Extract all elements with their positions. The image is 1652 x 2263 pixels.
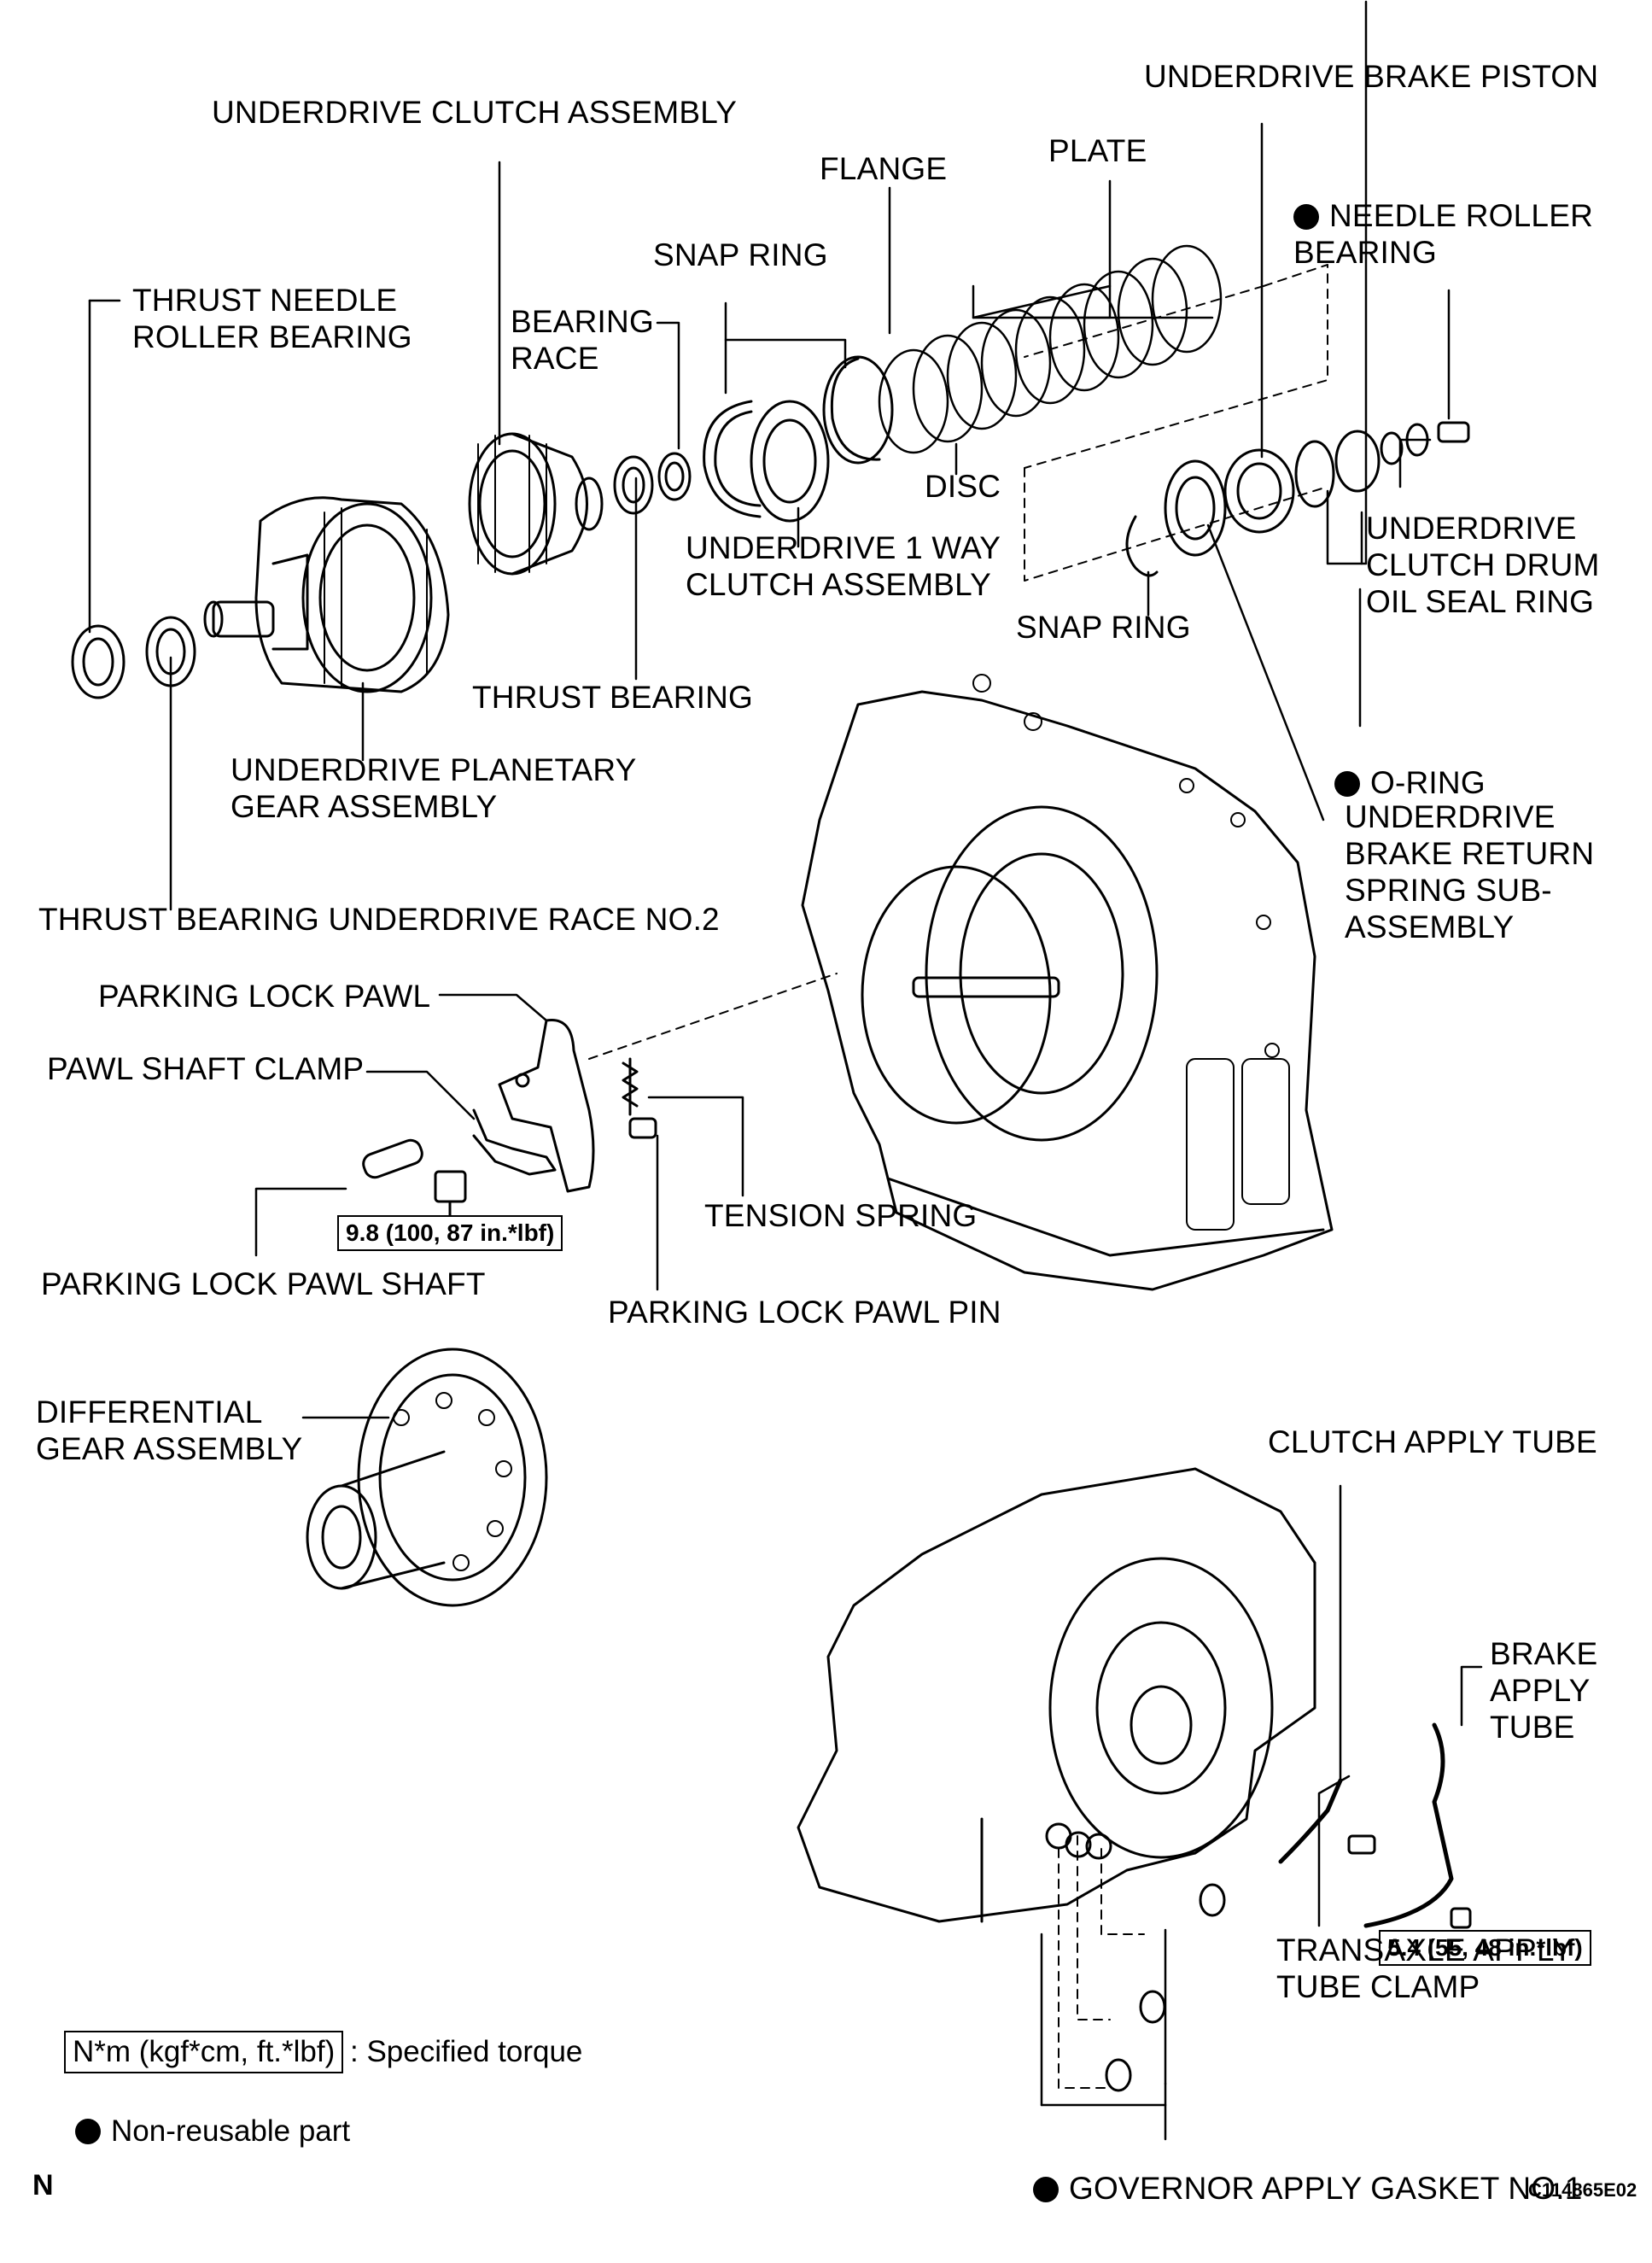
label-snap-ring-top: SNAP RING	[653, 237, 828, 272]
legend-torque-text: : Specified torque	[350, 2035, 583, 2068]
label-flange: FLANGE	[820, 151, 948, 186]
leader-lines	[88, 0, 1483, 2141]
label-thrust-needle-roller-bearing: THRUST NEEDLE ROLLER BEARING	[132, 283, 412, 354]
planetary-gear-sketch	[203, 496, 450, 693]
label-parking-lock-pawl-pin: PARKING LOCK PAWL PIN	[608, 1295, 1001, 1330]
non-reusable-dot-icon	[1033, 2177, 1059, 2202]
brake-piston-and-seals	[1125, 421, 1470, 577]
label-pawl-shaft-clamp: PAWL SHAFT CLAMP	[47, 1051, 365, 1086]
non-reusable-dot-icon	[1334, 771, 1360, 797]
non-reusable-dot-icon	[75, 2119, 101, 2144]
thrust-bearing-race	[613, 452, 692, 515]
parking-lock-parts	[362, 1018, 657, 1221]
label-snap-ring-mid: SNAP RING	[1016, 610, 1191, 645]
label-differential-gear: DIFFERENTIAL GEAR ASSEMBLY	[36, 1395, 303, 1466]
label-brake-apply-tube: BRAKE APPLY TUBE	[1490, 1636, 1598, 1745]
dashed-guides	[588, 264, 1328, 2089]
label-o-ring: O-RING	[1334, 728, 1486, 801]
plates-and-discs	[878, 244, 1223, 454]
label-planetary-gear: UNDERDRIVE PLANETARY GEAR ASSEMBLY	[231, 752, 637, 824]
label-plate: PLATE	[1048, 133, 1147, 168]
label-underdrive-1-way-clutch: UNDERDRIVE 1 WAY CLUTCH ASSEMBLY	[686, 530, 1001, 602]
torque-spec-pawl-shaft: 9.8 (100, 87 in.*lbf)	[337, 1215, 563, 1251]
label-transaxle-apply-tube-clamp: TRANSAXLE APPLY TUBE CLAMP	[1276, 1933, 1573, 2004]
label-needle-roller-bearing: NEEDLE ROLLER BEARING	[1293, 161, 1593, 271]
non-reusable-dot-icon	[1293, 204, 1319, 230]
corner-letter: N	[32, 2169, 54, 2202]
label-underdrive-brake-piston: UNDERDRIVE BRAKE PISTON	[1144, 59, 1599, 94]
o-ring-text: O-RING	[1370, 765, 1486, 800]
label-clutch-apply-tube: CLUTCH APPLY TUBE	[1268, 1424, 1597, 1459]
label-thrust-bearing-race-no2: THRUST BEARING UNDERDRIVE RACE NO.2	[38, 902, 720, 937]
label-underdrive-clutch-assembly: UNDERDRIVE CLUTCH ASSEMBLY	[212, 95, 738, 130]
underdrive-clutch-sketch	[468, 432, 604, 576]
label-oil-seal-ring: UNDERDRIVE CLUTCH DRUM OIL SEAL RING	[1366, 511, 1600, 619]
label-brake-return-spring: UNDERDRIVE BRAKE RETURN SPRING SUB- ASSE…	[1345, 799, 1595, 944]
label-parking-lock-pawl: PARKING LOCK PAWL	[98, 979, 431, 1014]
label-governor-apply-gasket: GOVERNOR APPLY GASKET NO.1	[1033, 2133, 1583, 2207]
label-bearing-race: BEARING RACE	[511, 304, 654, 376]
label-thrust-bearing: THRUST BEARING	[472, 680, 753, 715]
label-disc: DISC	[925, 469, 1001, 504]
legend-torque-unit: N*m (kgf*cm, ft.*lbf)	[64, 2031, 344, 2073]
torque-spec-brake-tube: 5.4 (55, 48 in.*lbf)	[1379, 1930, 1591, 1966]
label-tension-spring: TENSION SPRING	[704, 1198, 978, 1233]
snap-rings-one-way-clutch	[703, 355, 894, 523]
thrust-washers	[71, 616, 196, 699]
governor-apply-gasket-text: GOVERNOR APPLY GASKET NO.1	[1069, 2171, 1583, 2206]
apply-tubes	[1278, 1722, 1472, 1929]
figure-code: C114865E02	[1528, 2179, 1637, 2201]
lower-transaxle-sketch	[797, 1467, 1316, 2092]
transaxle-case-sketch	[801, 674, 1334, 1291]
label-parking-lock-pawl-shaft: PARKING LOCK PAWL SHAFT	[41, 1266, 486, 1301]
legend-non-reusable-text: Non-reusable part	[111, 2114, 351, 2148]
needle-roller-bearing-text: NEEDLE ROLLER BEARING	[1293, 198, 1593, 270]
differential-gear-sketch	[306, 1348, 548, 1607]
legend-non-reusable: Non-reusable part	[75, 2114, 350, 2149]
